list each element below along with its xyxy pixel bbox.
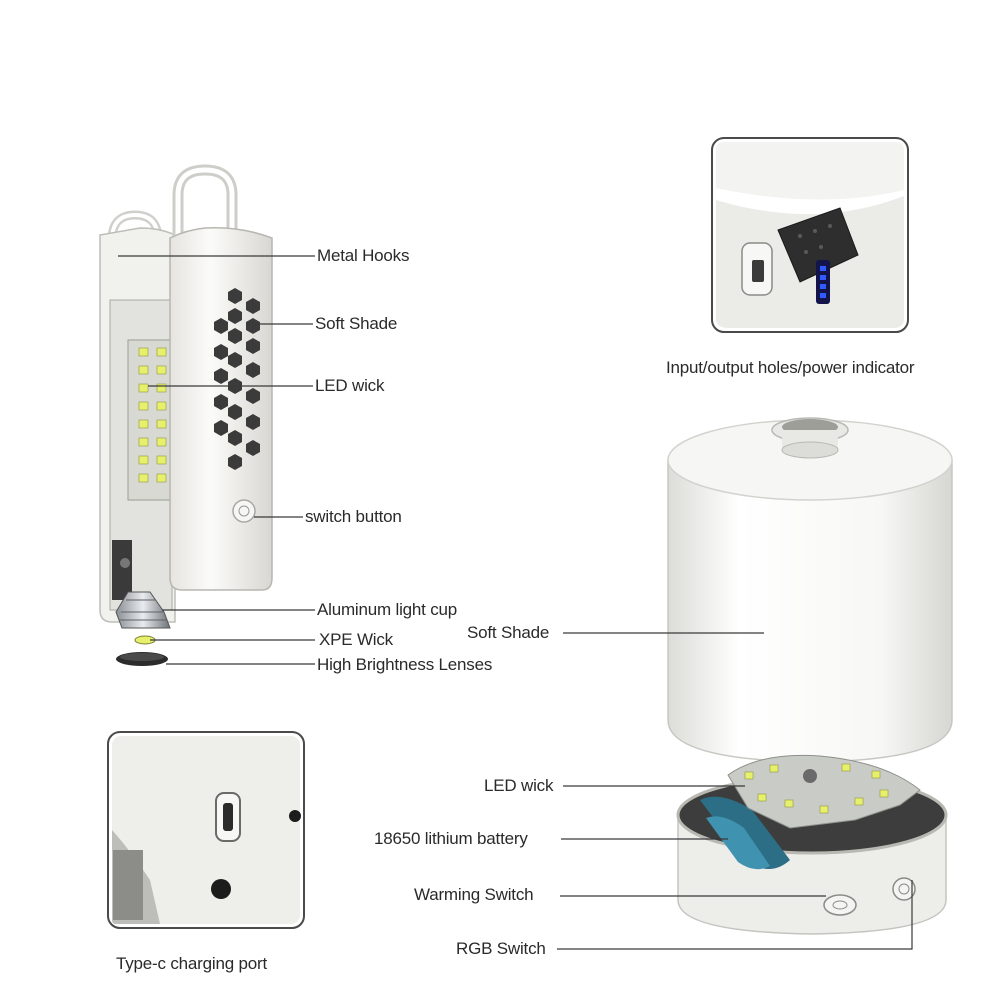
left-lantern bbox=[99, 164, 273, 666]
label-metal-hooks: Metal Hooks bbox=[317, 246, 410, 265]
label-aluminum-light-cup: Aluminum light cup bbox=[317, 600, 458, 619]
leader-lines-right bbox=[557, 632, 913, 950]
usb-port-icon bbox=[752, 260, 764, 282]
right-lamp bbox=[667, 417, 953, 935]
inset-typec bbox=[107, 731, 305, 929]
label-switch-button: switch button bbox=[305, 507, 402, 526]
leader-lines-left bbox=[118, 255, 315, 665]
label-input-output: Input/output holes/power indicator bbox=[666, 358, 915, 377]
label-warming-switch: Warming Switch bbox=[414, 885, 534, 904]
label-soft-shade-left: Soft Shade bbox=[315, 314, 398, 333]
inset-io bbox=[711, 137, 909, 333]
label-xpe-wick: XPE Wick bbox=[319, 630, 393, 649]
label-type-c: Type-c charging port bbox=[116, 954, 267, 973]
label-lithium-battery: 18650 lithium battery bbox=[374, 829, 528, 848]
label-rgb-switch: RGB Switch bbox=[456, 939, 546, 958]
label-led-wick-left: LED wick bbox=[315, 376, 385, 395]
label-high-brightness-lenses: High Brightness Lenses bbox=[317, 655, 493, 674]
label-led-wick-right: LED wick bbox=[484, 776, 554, 795]
label-soft-shade-right: Soft Shade bbox=[467, 623, 550, 642]
switch-icon bbox=[232, 499, 256, 523]
